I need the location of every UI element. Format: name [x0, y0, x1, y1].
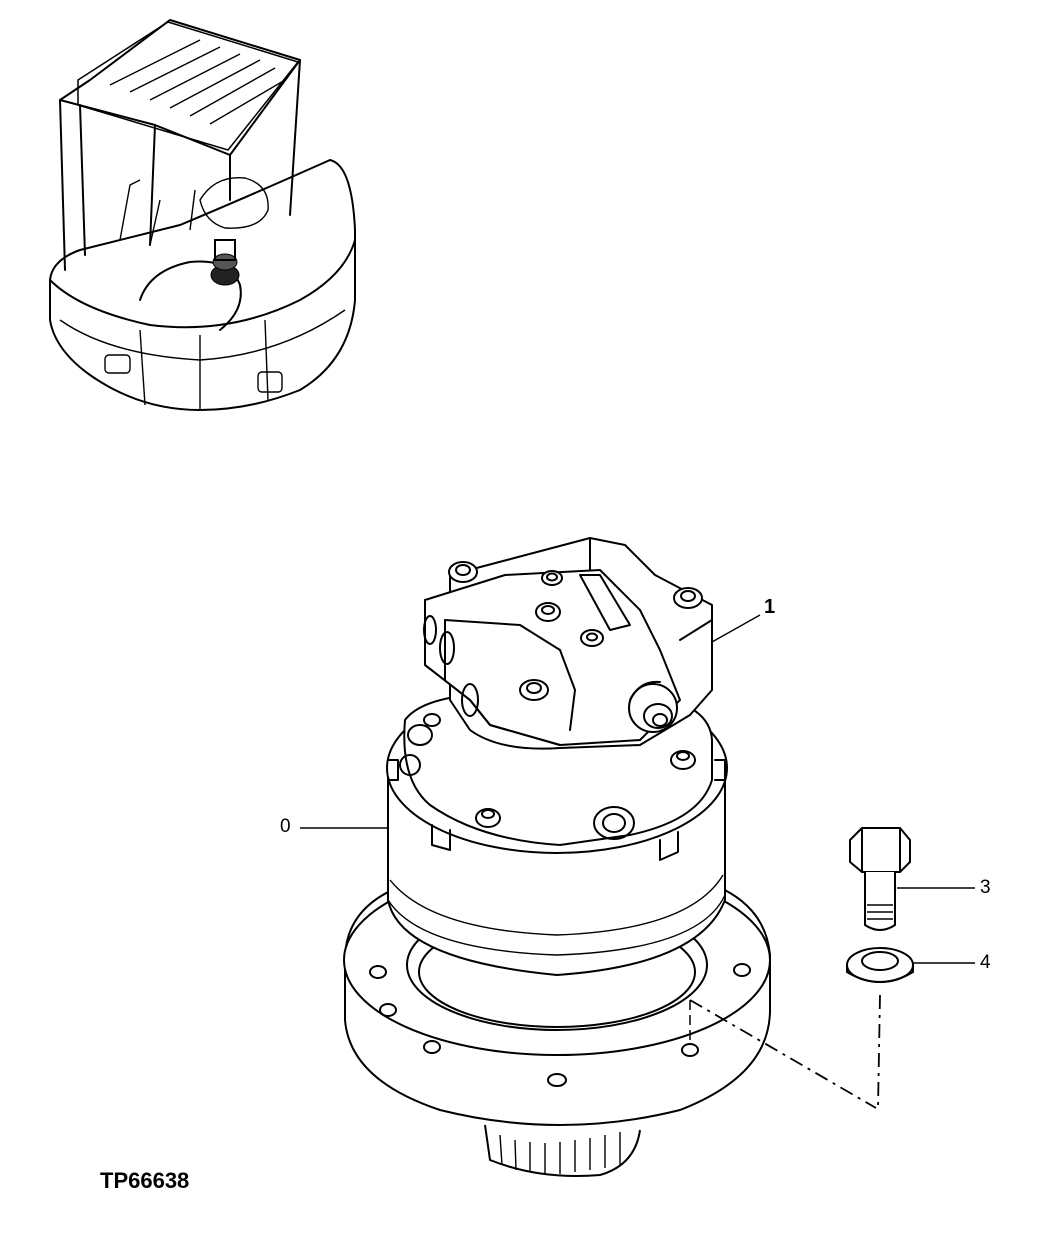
washer [846, 947, 914, 983]
callout-4: 4 [980, 952, 991, 973]
callout-3: 3 [980, 877, 991, 898]
leader-line-1 [711, 614, 761, 643]
motor-head-valve-block [423, 537, 713, 750]
swing-motor-location-marker [210, 239, 240, 286]
excavator-overview-illustration [49, 19, 356, 411]
hole-alignment-line [689, 999, 877, 1109]
pinion-gear [484, 1124, 641, 1177]
callout-0: 0 [280, 816, 291, 837]
leader-lines [300, 614, 975, 1109]
callout-1: 1 [764, 596, 776, 618]
swing-motor-assembly [343, 537, 771, 1177]
figure-reference-code: TP66638 [100, 1168, 190, 1193]
cap-screw [849, 827, 911, 931]
bolt-center-line [877, 994, 881, 1109]
